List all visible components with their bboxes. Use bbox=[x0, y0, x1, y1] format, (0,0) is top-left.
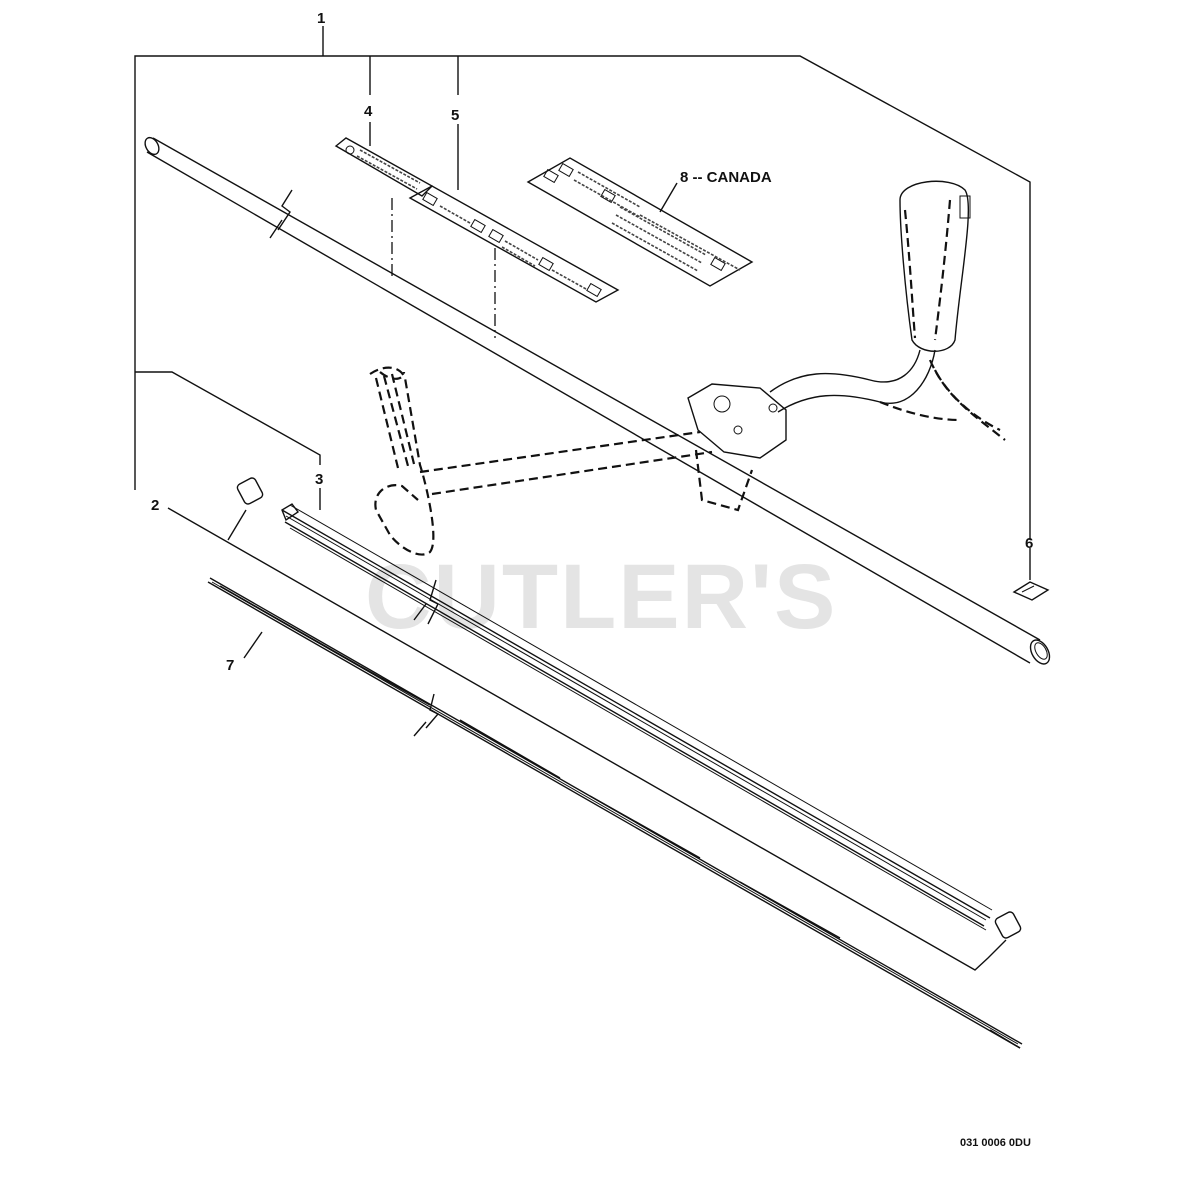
callout-1: 1 bbox=[317, 10, 325, 27]
callout-leaders bbox=[135, 122, 1007, 971]
handle-assembly bbox=[369, 180, 1006, 556]
decal-4 bbox=[334, 137, 434, 197]
callout-5: 5 bbox=[451, 107, 459, 124]
part-3-liner bbox=[281, 503, 993, 931]
part-7-drive-shaft bbox=[207, 577, 1023, 1049]
callout-3: 3 bbox=[315, 471, 323, 488]
watermark: CUTLER'S bbox=[365, 546, 837, 648]
callout-6: 6 bbox=[1025, 535, 1033, 552]
part-6-clip bbox=[1012, 581, 1050, 601]
part-2-bushing-top bbox=[236, 477, 264, 505]
callout-4: 4 bbox=[364, 103, 373, 120]
callout-7: 7 bbox=[226, 657, 234, 674]
part-2-bushing-bottom bbox=[994, 911, 1022, 939]
callout-8-canada: 8 -- CANADA bbox=[680, 169, 772, 186]
decal-5 bbox=[408, 185, 620, 303]
decal-8-canada bbox=[526, 157, 754, 287]
drive-shaft-tube bbox=[144, 136, 1051, 665]
callout-1-bracket bbox=[134, 26, 1031, 580]
callout-2: 2 bbox=[151, 497, 159, 514]
drawing-code: 031 0006 0DU bbox=[960, 1137, 1031, 1149]
